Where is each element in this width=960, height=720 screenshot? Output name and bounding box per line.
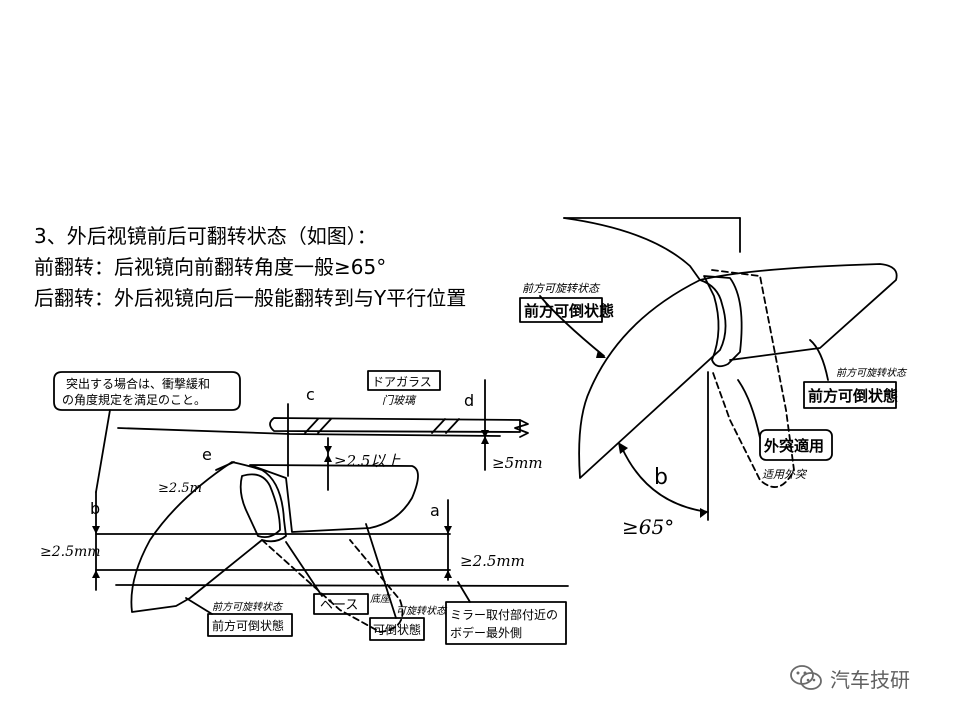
arrowhead-b-bottom <box>92 570 100 578</box>
mirror-glass <box>239 473 281 539</box>
body-outer-box <box>445 601 567 645</box>
leader-e <box>215 461 235 471</box>
leader-front-fold <box>185 597 213 615</box>
callout-text-1: 突出する場合は、衝撃緩和 <box>66 376 210 391</box>
leader-top-label <box>539 295 605 357</box>
mirror-housing <box>130 461 287 613</box>
door-glass-box <box>367 370 441 391</box>
wechat-icon <box>790 665 822 690</box>
label-c: c <box>306 385 315 404</box>
dim-d-value: ≥5mm <box>492 454 543 472</box>
front-fold-note: 前方可旋转状态 <box>212 601 284 613</box>
mirror-base-right <box>703 275 743 368</box>
folded-outline <box>261 539 404 633</box>
top-label-box <box>519 297 603 323</box>
base-box <box>313 593 369 615</box>
dim-c-value: ≥2.5以上 <box>334 452 401 470</box>
car-body-top <box>563 217 898 361</box>
front-fold-label: 前方可倒状態 <box>212 618 284 633</box>
top-label: 前方可倒状態 <box>524 302 614 320</box>
top-note: 前方可旋转状态 <box>522 282 601 295</box>
mirror-normal-outline <box>711 269 795 488</box>
label-e: e <box>202 445 212 464</box>
body-outer-line-1: ミラー取付部付近の <box>450 607 558 622</box>
angle-label: b <box>654 465 668 490</box>
door-glass-label: ドアガラス <box>372 375 432 389</box>
foldable-box <box>369 617 425 641</box>
right-label-box <box>803 381 897 409</box>
base-label: ベース <box>320 598 358 613</box>
mirror-forward-folded <box>578 279 727 479</box>
dim-a-value: ≥2.5mm <box>460 552 525 570</box>
callout-bubble <box>53 371 241 411</box>
front-fold-box <box>207 613 293 637</box>
right-note: 前方可旋转状态 <box>836 367 908 379</box>
dim-e-value: ≥2.5m <box>158 481 202 496</box>
outer-apply-box <box>759 429 833 461</box>
foldable-label: 可倒状態 <box>373 622 421 637</box>
angle-arc <box>621 447 709 513</box>
body-outer-line-2: ボデー最外側 <box>450 625 522 640</box>
label-d: d <box>464 391 474 410</box>
arrowhead-d-bottom <box>481 436 489 444</box>
door-glass-hatch-4 <box>445 418 460 434</box>
door-glass-hatch-1 <box>304 418 319 434</box>
foldable-note: 可旋转状态 <box>396 605 448 617</box>
dim-b-value: ≥2.5mm <box>40 544 101 560</box>
callout-leader <box>95 409 111 493</box>
angle-value: ≥65° <box>622 515 674 539</box>
door-outer-line <box>117 427 501 437</box>
arrowhead-b-top <box>92 526 100 534</box>
arrowhead-c-bottom <box>324 454 332 462</box>
door-glass-strip <box>269 417 521 433</box>
arrowhead-c-top <box>324 446 332 454</box>
door-glass-break <box>514 419 529 438</box>
ref-line-body <box>115 584 569 587</box>
label-b: b <box>90 499 100 518</box>
label-a: a <box>430 501 440 520</box>
door-glass-note: 门玻璃 <box>382 394 417 407</box>
arrowhead-arc-left <box>618 442 628 454</box>
leader-foldable <box>365 523 397 619</box>
heading-line-2: 前翻转：后视镜向前翻转角度一般≥65° <box>34 255 387 279</box>
heading-line-1: 3、外后视镜前后可翻转状态（如图）： <box>34 224 377 248</box>
mirror-base <box>249 464 419 533</box>
right-label: 前方可倒状態 <box>808 387 898 405</box>
leader-base <box>285 541 323 597</box>
arrowhead-a-top <box>444 526 452 534</box>
watermark: 汽车技研 <box>788 662 910 694</box>
watermark-text: 汽车技研 <box>830 667 910 692</box>
door-glass-hatch-3 <box>431 418 446 434</box>
door-glass-hatch-2 <box>317 418 332 434</box>
leader-outer-apply <box>737 379 761 439</box>
arrowhead-a-bottom <box>444 570 452 578</box>
outer-apply-note: 适用外突 <box>762 468 808 481</box>
base-note: 底座 <box>370 593 392 605</box>
heading-line-3: 后翻转：外后视镜向后一般能翻转到与Y平行位置 <box>34 286 467 310</box>
arrowhead-top-label <box>596 350 606 358</box>
arrowhead-arc-right <box>700 508 708 518</box>
outer-apply-label: 外突適用 <box>763 437 824 455</box>
arrowhead-d-top <box>481 430 489 438</box>
leader-body-outer <box>457 581 471 603</box>
slide-text: 3、外后视镜前后可翻转状态（如图）： 前翻转：后视镜向前翻转角度一般≥65° 后… <box>34 221 504 314</box>
callout-text-2: の角度規定を満足のこと。 <box>62 392 206 407</box>
leader-right-label <box>809 339 829 381</box>
